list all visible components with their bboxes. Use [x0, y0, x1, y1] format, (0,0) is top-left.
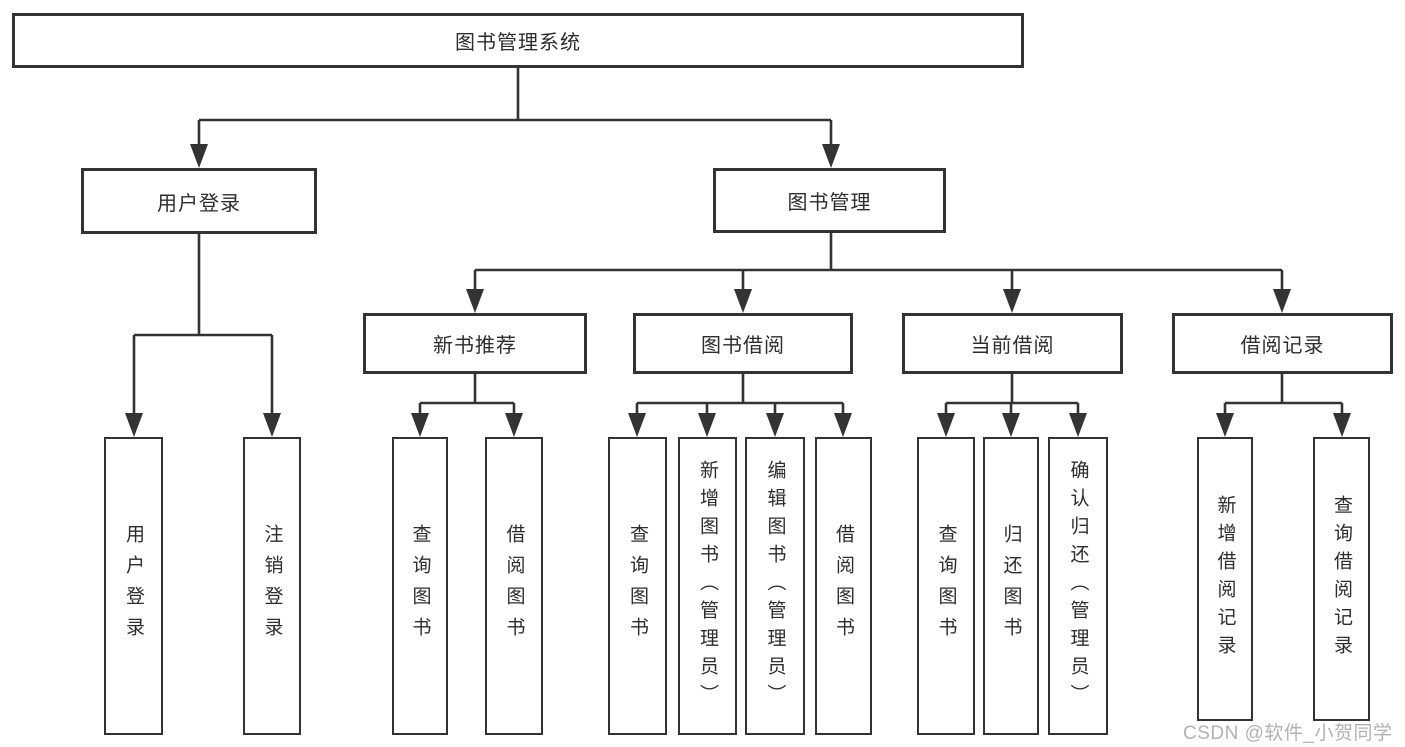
- leaf-label: 借阅图书: [833, 524, 854, 648]
- leaf-label: 新增借阅记录: [1214, 495, 1236, 663]
- node-book-borrow: 图书借阅: [633, 313, 853, 374]
- leaf-label: 注销登录: [261, 524, 283, 648]
- leaf-label: 查询图书: [627, 524, 648, 648]
- leaf-label: 新增图书（管理员）: [697, 460, 718, 712]
- leaf-query-borrow-record: 查询借阅记录: [1313, 437, 1370, 721]
- leaf-query-books: 查询图书: [917, 437, 975, 735]
- arrow-down-icon: [1216, 413, 1234, 437]
- arrow-down-icon: [1002, 413, 1020, 437]
- arrow-down-icon: [505, 413, 523, 437]
- leaf-label: 编辑图书（管理员）: [764, 460, 786, 712]
- arrow-down-icon: [1273, 289, 1291, 313]
- leaf-add-borrow-record: 新增借阅记录: [1197, 437, 1253, 721]
- arrow-down-icon: [937, 413, 955, 437]
- arrow-down-icon: [734, 289, 752, 313]
- leaf-add-book-admin: 新增图书（管理员）: [678, 437, 737, 735]
- leaf-borrow-books: 借阅图书: [485, 437, 543, 735]
- csdn-watermark: CSDN @软件_小贺同学: [1183, 723, 1393, 744]
- leaf-query-books: 查询图书: [392, 437, 448, 735]
- arrow-down-icon: [698, 413, 716, 437]
- node-current-borrow: 当前借阅: [902, 313, 1123, 374]
- leaf-query-books: 查询图书: [608, 437, 667, 735]
- leaf-return-book: 归还图书: [983, 437, 1039, 735]
- leaf-label: 归还图书: [1000, 524, 1022, 648]
- leaf-label: 用户登录: [123, 524, 144, 648]
- arrow-down-icon: [834, 413, 852, 437]
- leaf-logout: 注销登录: [243, 437, 301, 735]
- leaf-confirm-return-admin: 确认归还（管理员）: [1048, 437, 1108, 735]
- arrow-down-icon: [263, 413, 281, 437]
- arrow-down-icon: [1003, 289, 1021, 313]
- arrow-down-icon: [766, 413, 784, 437]
- arrow-down-icon: [628, 413, 646, 437]
- node-user-login: 用户登录: [81, 168, 317, 234]
- leaf-label: 查询图书: [409, 524, 431, 648]
- leaf-user-login: 用户登录: [104, 437, 163, 735]
- leaf-borrow-books: 借阅图书: [815, 437, 872, 735]
- node-book-management: 图书管理: [713, 168, 946, 233]
- arrow-down-icon: [466, 289, 484, 313]
- arrow-down-icon: [1069, 413, 1087, 437]
- arrow-down-icon: [1333, 413, 1351, 437]
- leaf-label: 查询图书: [935, 524, 957, 648]
- arrow-down-icon: [190, 144, 208, 168]
- leaf-label: 借阅图书: [503, 524, 525, 648]
- node-library-system: 图书管理系统: [12, 13, 1024, 68]
- node-new-book-recommend: 新书推荐: [363, 313, 587, 374]
- leaf-label: 确认归还（管理员）: [1067, 460, 1089, 712]
- arrow-down-icon: [125, 413, 143, 437]
- leaf-edit-book-admin: 编辑图书（管理员）: [745, 437, 805, 735]
- node-borrow-records: 借阅记录: [1172, 313, 1393, 374]
- arrow-down-icon: [411, 413, 429, 437]
- leaf-label: 查询借阅记录: [1331, 495, 1352, 663]
- arrow-down-icon: [822, 144, 840, 168]
